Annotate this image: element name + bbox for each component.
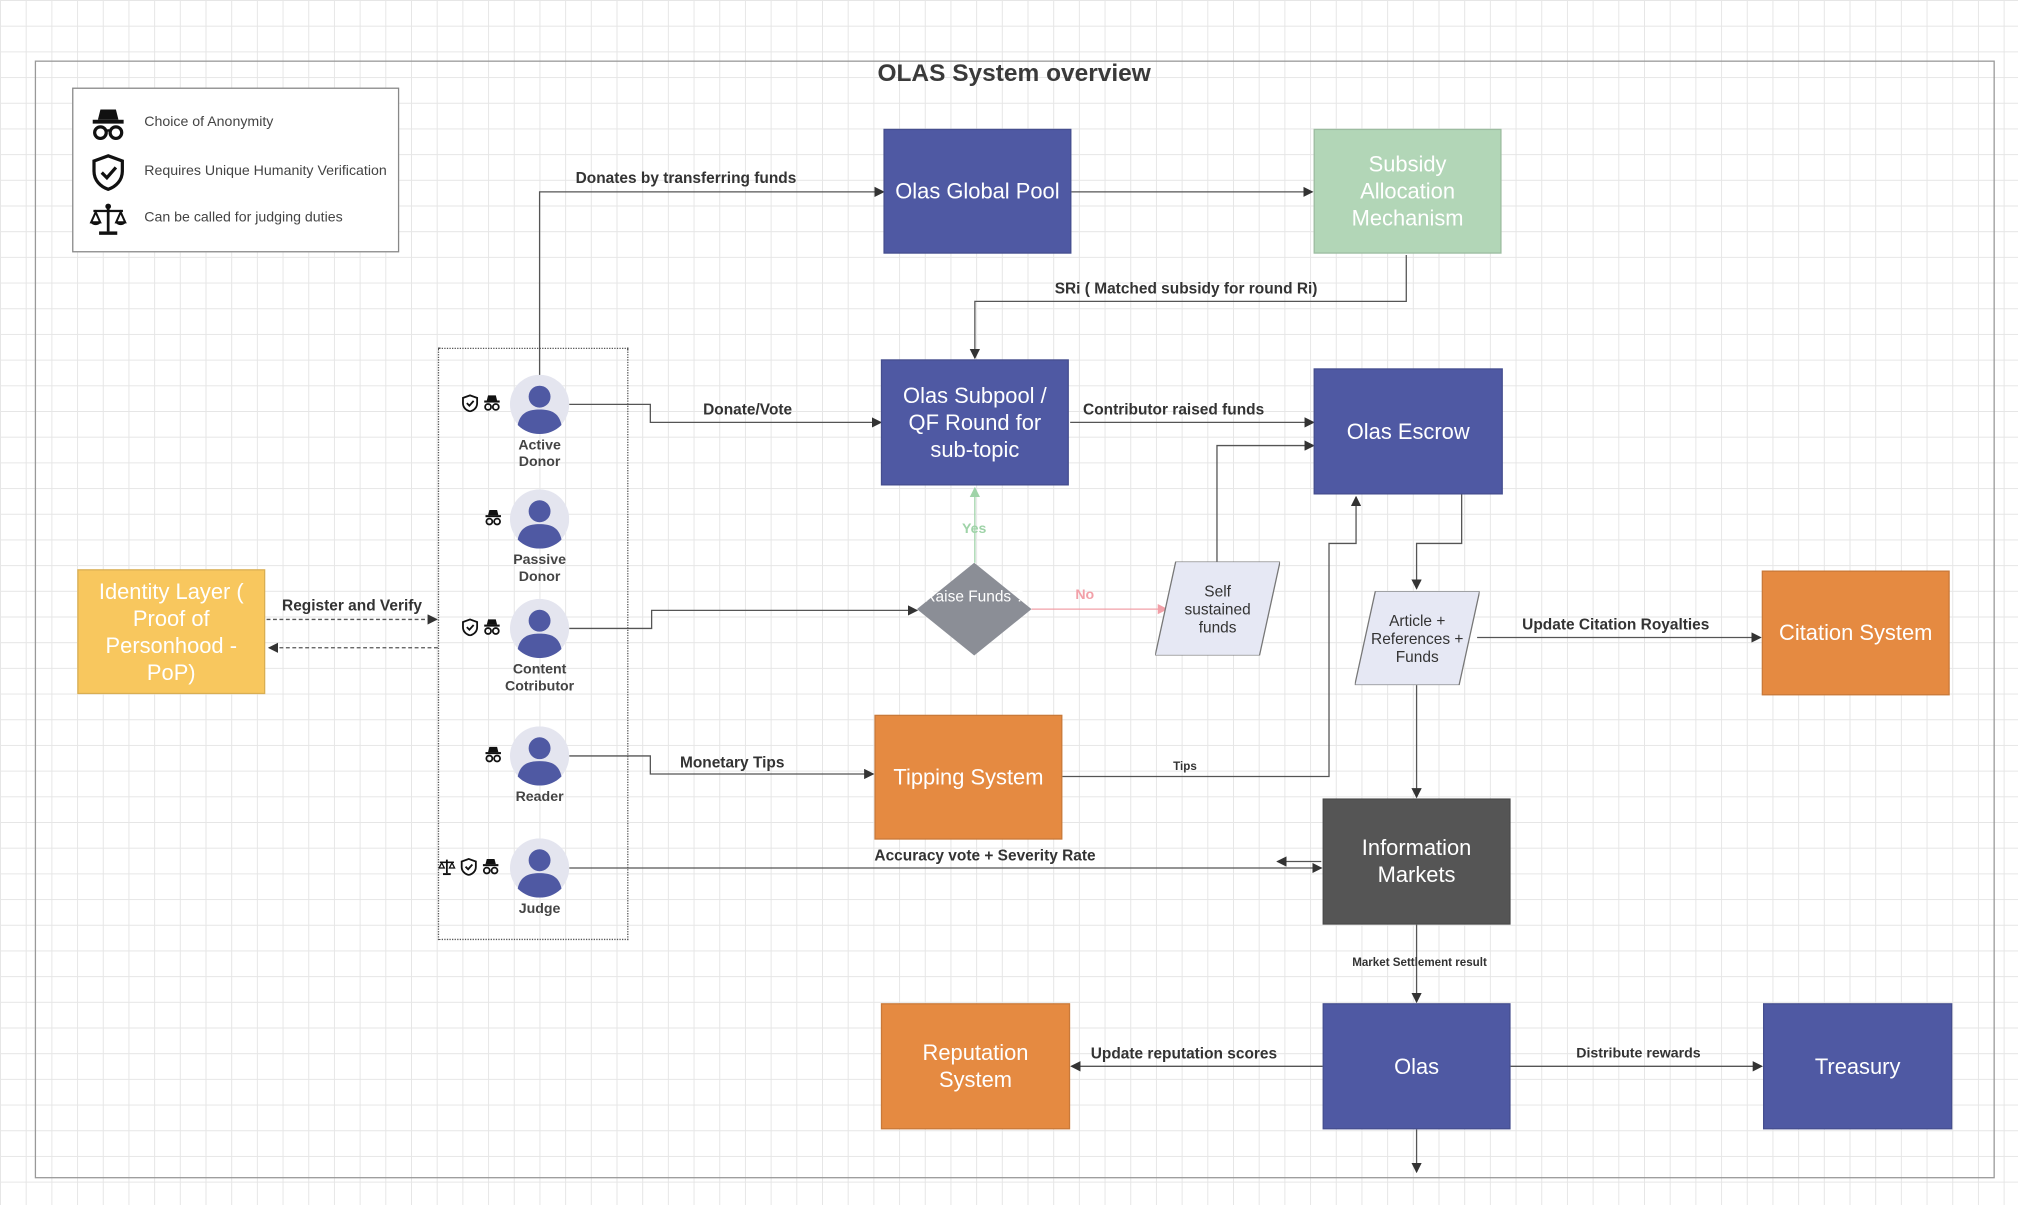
passive-donor-badges	[484, 509, 502, 530]
edge-sri	[969, 254, 1407, 360]
edge-label-sri: SRi ( Matched subsidy for round Ri)	[1054, 279, 1318, 298]
active-donor-label: Active Donor	[518, 437, 561, 471]
user-icon	[509, 726, 570, 786]
self-sustained-label: Self sustained funds	[1184, 581, 1251, 636]
legend-text: Requires Unique Humanity Verification	[144, 163, 387, 180]
shield-check-icon	[460, 858, 477, 876]
scales-icon	[438, 859, 456, 876]
reader-badges	[484, 746, 502, 767]
edge-label-contributor-raised: Contributor raised funds	[1083, 400, 1265, 419]
anonymity-icon	[92, 109, 124, 141]
shield-check-icon	[462, 394, 479, 413]
subsidy-allocation-mechanism[interactable]: Subsidy Allocation Mechanism	[1313, 128, 1502, 254]
article-label: Article + References + Funds	[1371, 611, 1464, 666]
active-donor-avatar[interactable]	[509, 374, 570, 434]
olas-subpool[interactable]: Olas Subpool / QF Round for sub-topic	[880, 359, 1069, 486]
decision-diamond[interactable]	[916, 562, 1032, 656]
edge-contributor-decision	[569, 605, 919, 630]
actor-group	[437, 347, 629, 941]
judge-label: Judge	[518, 901, 561, 917]
judge-badges	[438, 858, 500, 879]
content-contributor-badges	[461, 618, 501, 639]
edge-label-accuracy: Accuracy vote + Severity Rate	[874, 846, 1096, 865]
edge-self-escrow	[1216, 440, 1315, 563]
information-markets[interactable]: Information Markets	[1322, 798, 1511, 925]
legend-row-anonymity: Choice of Anonymity	[73, 104, 398, 143]
user-icon	[509, 598, 570, 659]
diagram-title: OLAS System overview	[877, 60, 1151, 88]
anonymity-icon	[485, 746, 501, 763]
diagram-frame	[34, 60, 1995, 1179]
edge-label-update-reputation: Update reputation scores	[1090, 1044, 1278, 1063]
anonymity-icon	[482, 858, 499, 875]
decision-yes-label: Yes	[961, 521, 987, 538]
parallelogram-shape	[1155, 561, 1281, 656]
edge-label-tips: Tips	[1173, 759, 1197, 773]
legend-row-judging: Can be called for judging duties	[73, 200, 398, 239]
decision-no-label: No	[1075, 587, 1095, 603]
content-contributor-label: Content Cotributor	[504, 661, 575, 695]
edge-label-distribute: Distribute rewards	[1576, 1045, 1701, 1062]
passive-donor-label: Passive Donor	[513, 552, 566, 585]
edge-label-monetary-tips: Monetary Tips	[679, 753, 785, 772]
legend-text: Can be called for judging duties	[144, 209, 343, 226]
edge-label-settlement: Market Settlement result	[1352, 955, 1487, 969]
parallelogram-shape	[1354, 591, 1480, 686]
legend-row-humanity: Requires Unique Humanity Verification	[73, 153, 398, 192]
treasury[interactable]: Treasury	[1762, 1003, 1953, 1130]
edge-tips	[1062, 495, 1362, 778]
scales-icon	[89, 203, 127, 235]
content-contributor-avatar[interactable]	[509, 598, 570, 659]
decision-text: Raise Funds ?	[924, 587, 1025, 606]
user-icon	[509, 489, 570, 549]
shield-check-icon	[462, 618, 479, 637]
olas-node[interactable]: Olas	[1322, 1003, 1511, 1130]
edge-label-update-citation: Update Citation Royalties	[1522, 615, 1710, 634]
olas-global-pool[interactable]: Olas Global Pool	[883, 128, 1072, 254]
edge-label-donates: Donates by transferring funds	[575, 168, 797, 187]
legend: Choice of Anonymity Requires Unique Huma…	[72, 87, 400, 253]
edge-label-donate-vote: Donate/Vote	[703, 400, 793, 419]
reputation-system[interactable]: Reputation System	[880, 1003, 1071, 1130]
user-icon	[509, 838, 570, 898]
active-donor-badges	[461, 394, 501, 415]
anonymity-icon	[484, 395, 500, 411]
edge-monetary-tips	[569, 755, 875, 780]
user-icon	[509, 374, 570, 434]
self-sustained-funds[interactable]: Self sustained funds	[1155, 561, 1281, 656]
legend-text: Choice of Anonymity	[144, 114, 274, 131]
judge-avatar[interactable]	[509, 838, 570, 898]
shield-check-icon	[92, 154, 124, 192]
edge-donates	[538, 186, 885, 377]
reader-avatar[interactable]	[509, 726, 570, 786]
edge-escrow-article	[1411, 494, 1463, 590]
identity-layer[interactable]: Identity Layer ( Proof of Personhood - P…	[77, 569, 266, 695]
article-references-funds[interactable]: Article + References + Funds	[1354, 591, 1480, 686]
edge-label-register: Register and Verify	[282, 596, 423, 615]
citation-system[interactable]: Citation System	[1761, 570, 1950, 696]
edge-donate-vote	[569, 403, 883, 428]
tipping-system[interactable]: Tipping System	[874, 714, 1063, 840]
anonymity-icon	[484, 619, 500, 635]
anonymity-icon	[485, 509, 501, 526]
passive-donor-avatar[interactable]	[509, 489, 570, 549]
olas-escrow[interactable]: Olas Escrow	[1313, 368, 1503, 495]
reader-label: Reader	[515, 789, 564, 805]
